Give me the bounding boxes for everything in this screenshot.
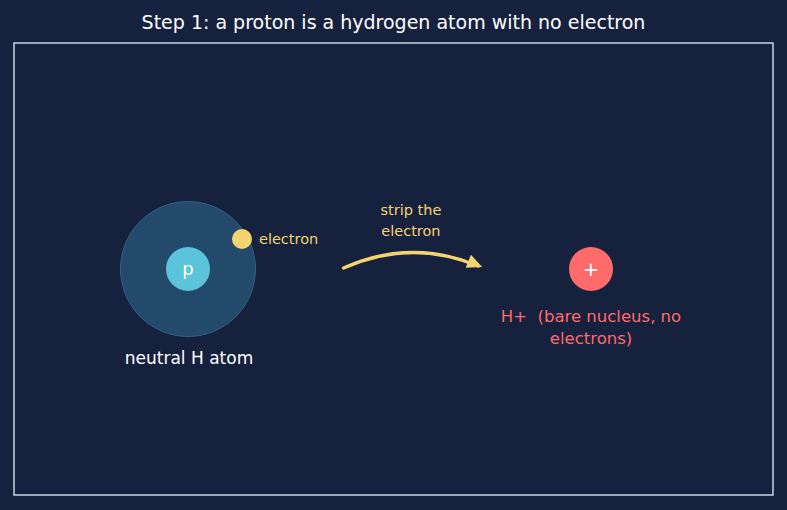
ion-circle: +H+ (bare nucleus, no electrons): [569, 247, 613, 291]
atom-circle: neutral H atompelectron: [120, 201, 256, 337]
border-rect: [14, 43, 773, 495]
connector: [344, 252, 483, 268]
connector-curve: [344, 252, 479, 268]
node-label: electron: [259, 230, 318, 248]
symbol-label: p: [182, 260, 193, 278]
electron-dot: electron: [232, 229, 252, 249]
node-label: neutral H atom: [69, 348, 309, 368]
proton-circle: p: [166, 247, 210, 291]
node-label: H+ (bare nucleus, no electrons): [481, 306, 701, 350]
edge-label: strip the electron: [361, 200, 461, 242]
title: Step 1: a proton is a hydrogen atom with…: [0, 11, 787, 33]
arrow-head: [466, 255, 483, 268]
symbol-label: +: [583, 259, 600, 279]
